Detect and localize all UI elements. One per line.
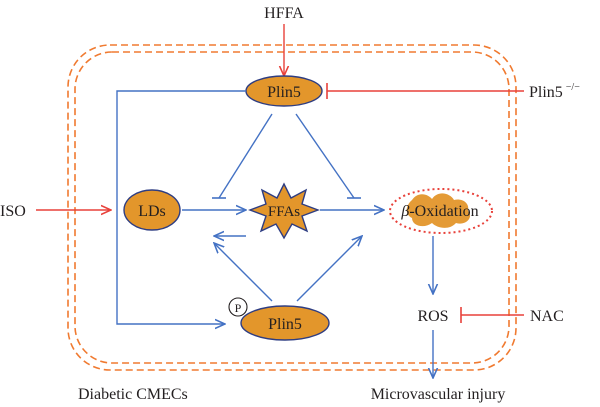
- pplin5-to-oxidation-arrow: [296, 236, 362, 302]
- phospho-label: P: [235, 301, 242, 315]
- phospho-icon: [228, 297, 248, 317]
- ffas-node: [248, 182, 320, 240]
- plin5-bottom-label: Plin5: [268, 316, 302, 333]
- cell-membrane: [67, 44, 517, 371]
- iso-label: ISO: [0, 203, 26, 220]
- ros-label: ROS: [417, 308, 448, 325]
- lds-label: LDs: [138, 203, 166, 220]
- plin5-top-label: Plin5: [267, 84, 301, 101]
- outcome-label: Microvascular injury: [371, 386, 506, 403]
- mitochondrion-icon: [406, 193, 471, 228]
- oxidation-label: β-Oxidation: [400, 203, 478, 220]
- cell-label: Diabetic CMECs: [78, 386, 188, 403]
- plin5-bottom-node: [240, 305, 330, 341]
- nac-label: NAC: [530, 308, 564, 325]
- pplin5-to-lds-arrow: [214, 243, 273, 302]
- plin5-phosphorylation-path: [116, 90, 246, 324]
- plin5-knockout-label: Plin5−/−: [529, 82, 580, 101]
- plin5-inhibit-lipolysis: [218, 113, 273, 199]
- plin5-inhibit-oxidation: [295, 113, 355, 199]
- ffas-label: FFAs: [268, 204, 300, 220]
- hffa-label: HFFA: [264, 5, 304, 22]
- lds-node: [123, 189, 181, 231]
